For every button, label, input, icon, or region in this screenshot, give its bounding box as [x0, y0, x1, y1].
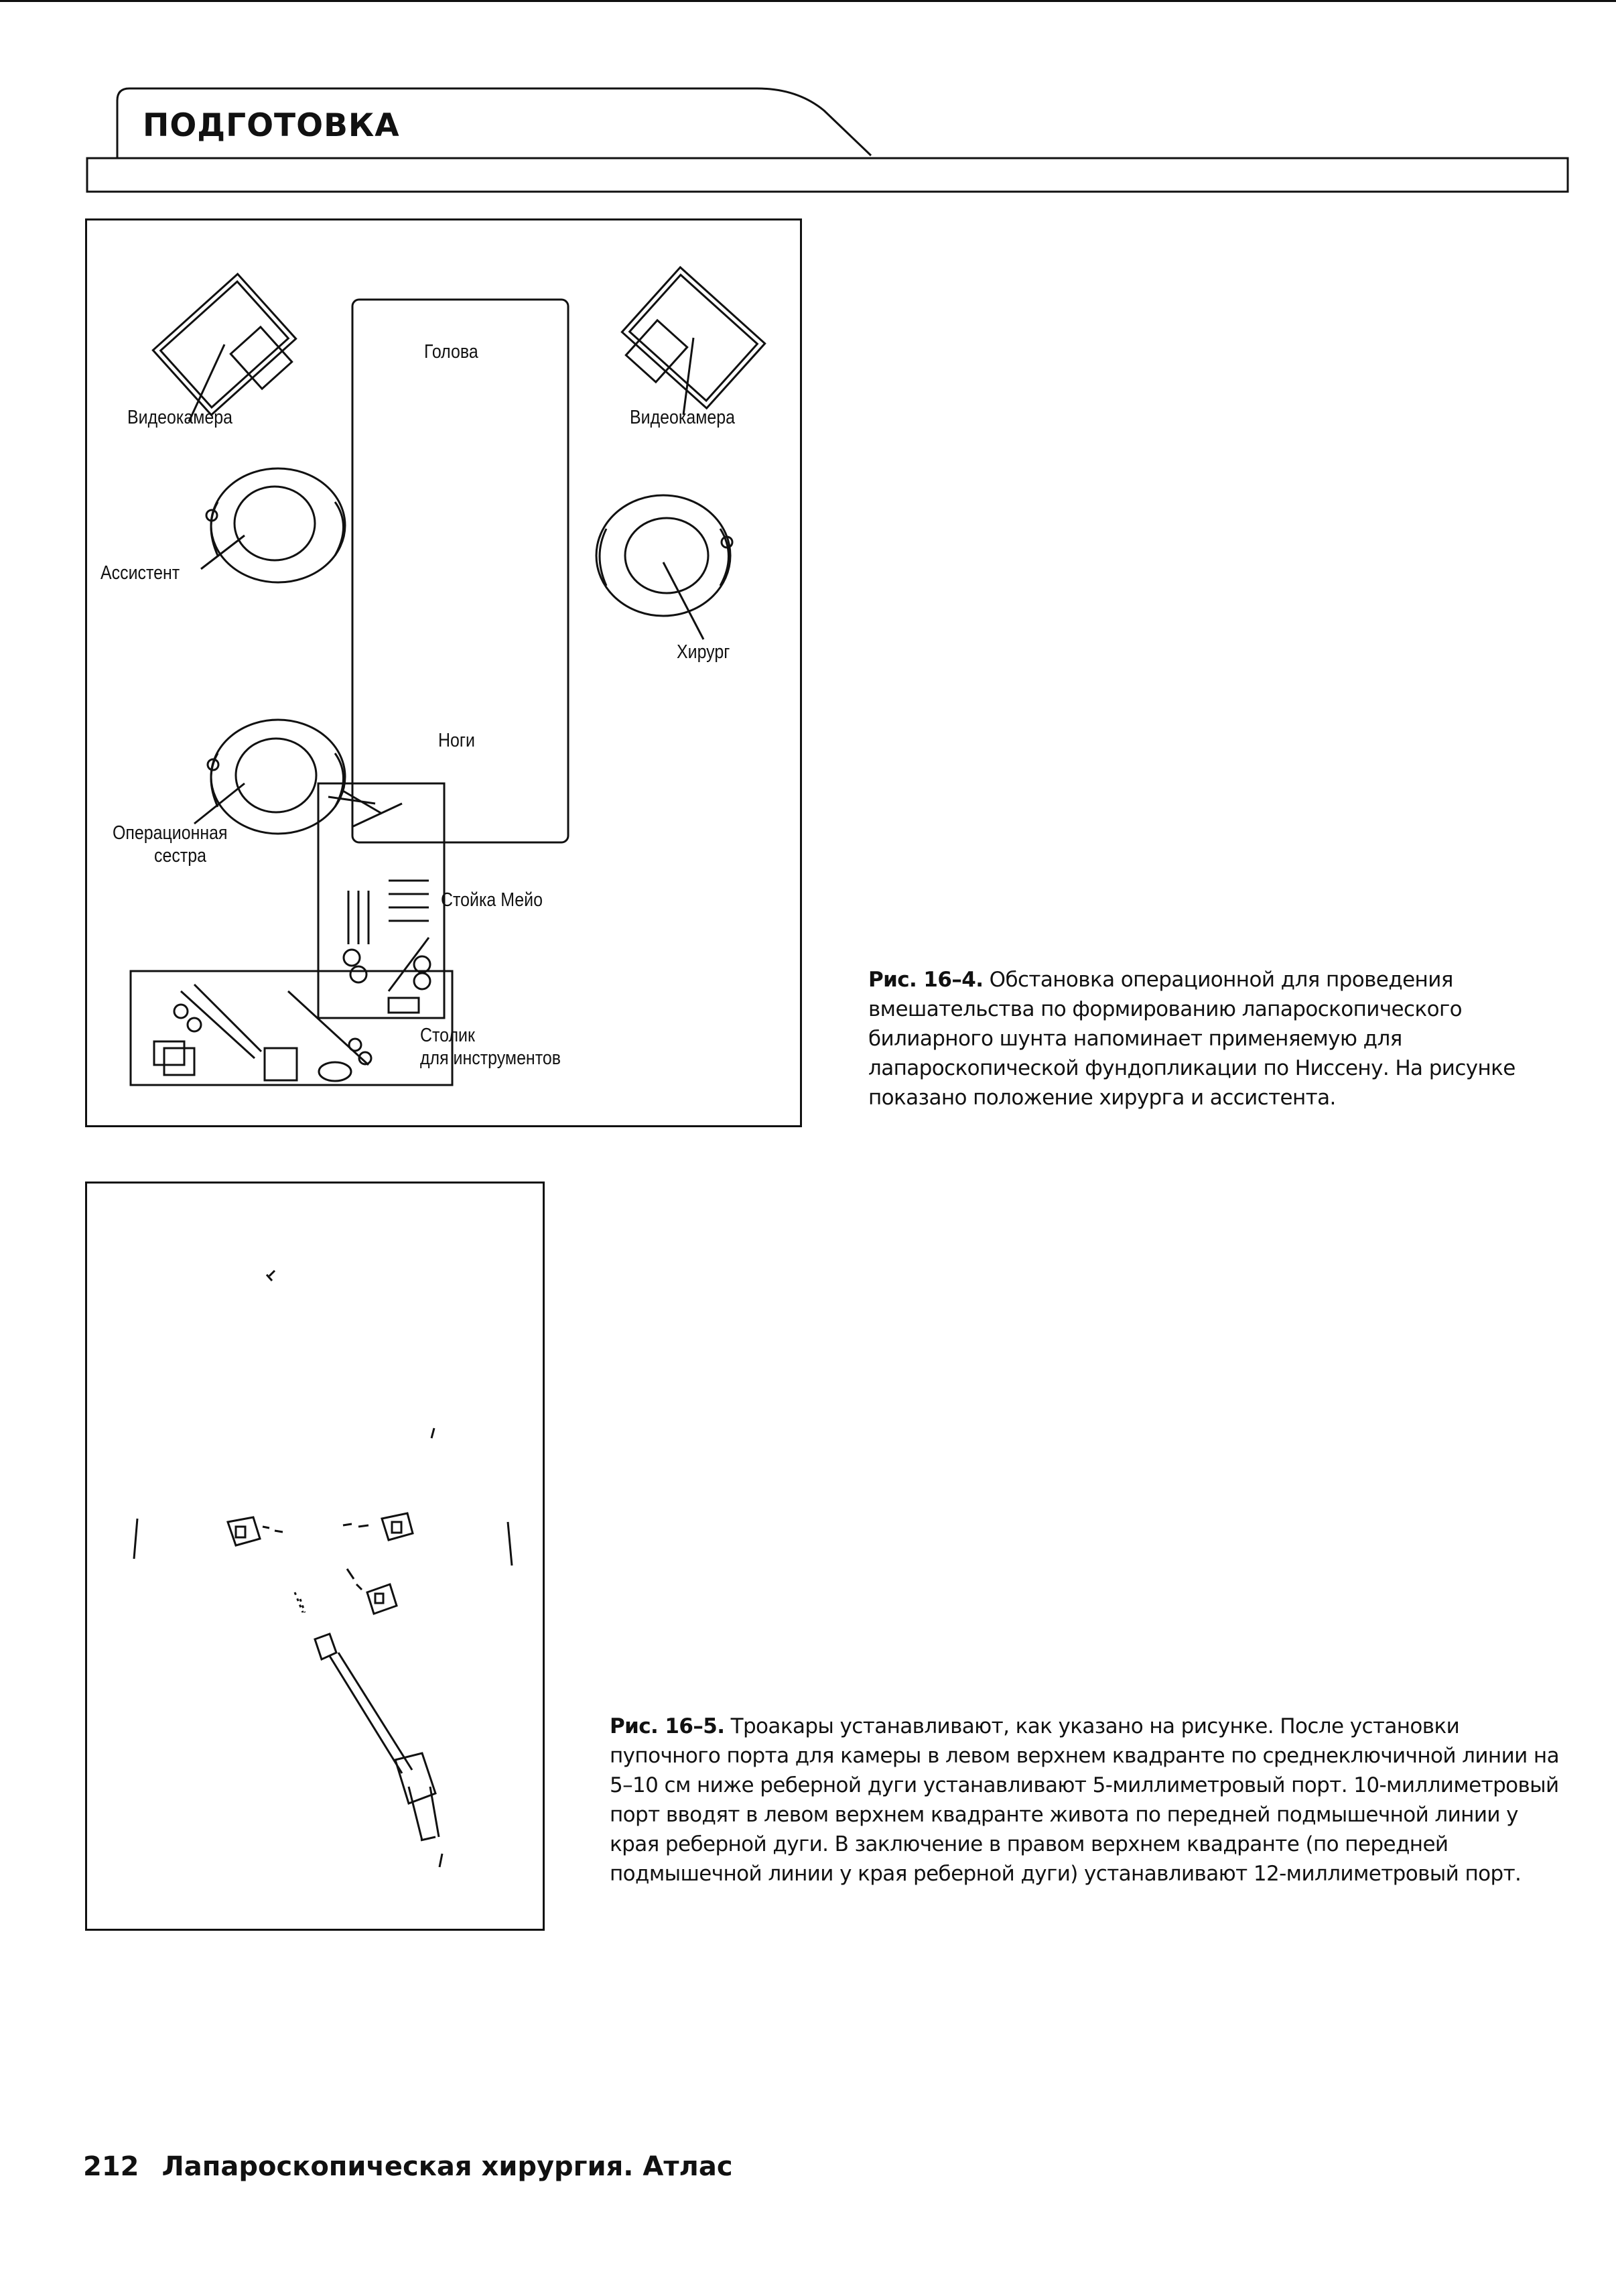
xiphoid-mark-icon: [265, 1269, 276, 1281]
instrument-table-icon: [129, 970, 454, 1086]
label-mayo-stand: Стойка Мейо: [441, 889, 543, 911]
figure-16-4-caption-text: Обстановка операционной для проведения в…: [868, 968, 1516, 1110]
section-title: ПОДГОТОВКА: [143, 107, 400, 144]
bottom-edge-mark-icon: [438, 1853, 444, 1868]
assistant-figure-icon: [200, 467, 346, 584]
section-header-tab: [86, 87, 1569, 193]
label-head: Голова: [424, 341, 478, 363]
operating-room-diagram: [129, 265, 766, 1086]
left-flank-line-icon: [133, 1518, 139, 1559]
page-footer: 212 Лапароскопическая хирургия. Атлас: [83, 2151, 733, 2182]
figure-operating-room-layout: Видеокамера Видеокамера Голова Ассистент…: [85, 218, 802, 1127]
figure-16-5-caption: Рис. 16–5. Троакары устанавливают, как у…: [610, 1712, 1561, 1889]
figure-16-5-caption-label: Рис. 16–5.: [610, 1714, 725, 1738]
top-rule: [0, 0, 1616, 2]
operating-table: [351, 298, 569, 844]
scrub-nurse-figure-icon: [194, 718, 346, 835]
label-camera-right: Видеокамера: [630, 407, 735, 428]
figure-16-4-caption-label: Рис. 16–4.: [868, 968, 984, 992]
page-number: 212: [83, 2151, 139, 2182]
label-instrument-table-line2: для инструментов: [420, 1047, 561, 1069]
umbilical-camera-port-icon: [293, 1592, 440, 1842]
trocar-placement-diagram: [133, 1269, 513, 1868]
trocar-port-right-upper-icon: [226, 1516, 283, 1547]
right-video-monitor-icon: [620, 265, 766, 416]
book-title: Лапароскопическая хирургия. Атлас: [161, 2151, 733, 2182]
rib-margin-mark-icon: [430, 1427, 435, 1439]
label-camera-left: Видеокамера: [127, 407, 232, 428]
mayo-stand-icon: [317, 782, 446, 1019]
figure-16-5-caption-text: Троакары устанавливают, как указано на р…: [610, 1714, 1560, 1886]
label-surgeon: Хирург: [677, 641, 730, 663]
trocar-port-left-upper-icon: [342, 1512, 414, 1541]
right-flank-line-icon: [507, 1521, 513, 1566]
label-instrument-table-line1: Столик: [420, 1025, 475, 1046]
left-video-monitor-icon: [151, 272, 297, 422]
surgeon-figure-icon: [595, 494, 734, 640]
label-assistant: Ассистент: [100, 562, 180, 584]
label-legs: Ноги: [438, 730, 475, 751]
trocar-port-left-mid-icon: [346, 1568, 398, 1615]
label-nurse-line1: Операционная: [113, 822, 228, 844]
label-nurse-line2: сестра: [154, 845, 206, 867]
figure-16-4-caption: Рис. 16–4. Обстановка операционной для п…: [868, 965, 1538, 1112]
figure-trocar-placement: [85, 1182, 545, 1931]
